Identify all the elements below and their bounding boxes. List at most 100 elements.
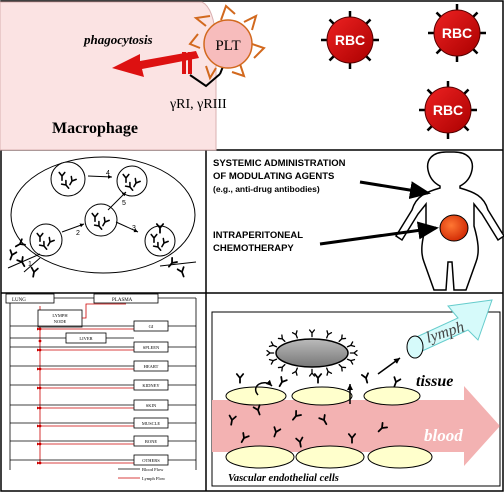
organ-gi: GI bbox=[10, 320, 196, 332]
lymph-junction bbox=[38, 442, 42, 446]
cell-antibody bbox=[161, 237, 169, 248]
free-antibody bbox=[9, 249, 18, 261]
antibody-link bbox=[189, 73, 221, 88]
cell-surface-antibody bbox=[277, 363, 286, 372]
systemic-label-line1: SYSTEMIC ADMINISTRATION bbox=[213, 158, 346, 169]
tissue-antibody bbox=[318, 414, 328, 426]
plasma-label: PLASMA bbox=[112, 298, 133, 303]
plasma-box bbox=[93, 293, 159, 304]
tissue-antibody bbox=[228, 414, 237, 426]
lymph-node-label-2: NODE bbox=[54, 319, 67, 324]
rbc-label: RBC bbox=[433, 102, 463, 118]
panel-body-dosing: SYSTEMIC ADMINISTRATION OF MODULATING AG… bbox=[213, 151, 504, 291]
tissue-antibody bbox=[240, 432, 250, 444]
organ-label: BONE bbox=[145, 439, 158, 444]
organ-box bbox=[133, 435, 169, 447]
cell-surface-antibody bbox=[326, 330, 333, 339]
lymph-label: lymph bbox=[424, 319, 466, 347]
rbc-body bbox=[424, 86, 472, 134]
tissue-antibody bbox=[252, 404, 261, 416]
legend-lymph-label: Lymph Flow bbox=[142, 476, 166, 481]
cell-antibody bbox=[58, 171, 66, 181]
legend-blood-label: Blood Flow bbox=[142, 467, 164, 472]
organ-spleen: SPLEEN bbox=[10, 341, 196, 353]
compartment-ellipse bbox=[10, 156, 196, 274]
membrane-line bbox=[159, 261, 197, 267]
rbc-cell: RBC bbox=[428, 4, 486, 62]
cell-membrane bbox=[84, 203, 118, 237]
rbc-cell: RBC bbox=[419, 81, 477, 139]
cell-surface-antibody bbox=[338, 334, 347, 343]
cell bbox=[50, 161, 86, 197]
cell-antibody bbox=[60, 179, 70, 189]
cell-surface-antibody bbox=[346, 341, 356, 348]
organ-box bbox=[133, 399, 169, 411]
cell-surface-antibody bbox=[266, 349, 275, 357]
rbc-group: RBC RBC RBC bbox=[321, 4, 486, 139]
flow-arrow-3 bbox=[115, 221, 139, 233]
free-antibody bbox=[14, 238, 26, 248]
flow-arrow-2 bbox=[61, 223, 85, 233]
cell-antibody bbox=[124, 181, 134, 191]
rbc-label: RBC bbox=[335, 32, 365, 48]
receptor-bar-2 bbox=[188, 52, 192, 74]
rbc-cell: RBC bbox=[321, 11, 379, 69]
tissue-antibody bbox=[295, 436, 304, 448]
macrophage-cell bbox=[0, 1, 217, 151]
transcytosis-arrow-1 bbox=[254, 379, 273, 396]
cell-antibody bbox=[150, 233, 158, 243]
tissue-antibodies bbox=[228, 372, 402, 448]
cell-surface-antibody bbox=[308, 368, 316, 377]
cell-membrane bbox=[144, 225, 176, 257]
tissue-frame bbox=[211, 311, 501, 487]
cell-surface-antibody bbox=[291, 367, 298, 376]
ip-label-line1: INTRAPERITONEAL bbox=[213, 230, 303, 241]
organ-skin: SKIN bbox=[10, 399, 196, 411]
organ-group: LIVERGISPLEENHEARTKIDNEYSKINMUSCLEBONEOT… bbox=[10, 320, 196, 466]
phagocytosis-label: phagocytosis bbox=[83, 32, 153, 47]
cell-antibody bbox=[122, 173, 130, 183]
cell bbox=[29, 223, 63, 257]
organ-label: GI bbox=[149, 324, 154, 329]
organ-box bbox=[65, 332, 107, 344]
lymph-junction bbox=[38, 424, 42, 428]
lymph-junction bbox=[38, 406, 42, 410]
step-number-3: 3 bbox=[132, 225, 136, 232]
organ-box bbox=[133, 320, 169, 332]
cell-antibody bbox=[91, 212, 99, 222]
step-number-4: 4 bbox=[106, 170, 110, 177]
cell-surface-antibody bbox=[326, 367, 333, 376]
organ-others: OTHERS bbox=[10, 454, 196, 466]
platelet-label: PLT bbox=[215, 38, 240, 54]
organ-label: OTHERS bbox=[142, 458, 160, 463]
panel-tissue: lymph tissue blood Vascular endothelial … bbox=[211, 299, 501, 487]
loose-antibodies bbox=[7, 223, 197, 278]
organ-heart: HEART bbox=[10, 360, 196, 372]
lymph-node-box bbox=[37, 309, 83, 328]
lymph-junction bbox=[38, 339, 42, 343]
step-number-2: 2 bbox=[76, 230, 80, 237]
lymph-uptake-arrow bbox=[377, 357, 401, 375]
tissue-antibody bbox=[292, 409, 302, 421]
flow-arrow-4 bbox=[87, 174, 113, 179]
lymph-node-label-1: LYMPH bbox=[52, 313, 68, 318]
lymph-junction bbox=[38, 348, 42, 352]
free-antibody bbox=[168, 256, 178, 268]
organ-label: HEART bbox=[144, 364, 159, 369]
phagocytosis-arrow bbox=[112, 51, 199, 77]
cell-surface-antibody bbox=[291, 330, 298, 339]
cell-membrane bbox=[116, 165, 148, 197]
cell-surface-antibody bbox=[349, 349, 358, 357]
cell-surface-antibody bbox=[268, 341, 278, 348]
tissue-antibody bbox=[377, 422, 388, 433]
endothelial-cell bbox=[295, 445, 365, 469]
rbc-body bbox=[433, 9, 481, 57]
cell-antibody bbox=[133, 177, 141, 188]
endothelial-label: Vascular endothelial cells bbox=[228, 473, 339, 484]
tissue-antibody bbox=[360, 372, 369, 384]
tissue-antibody bbox=[393, 376, 402, 388]
cell-surface-antibody bbox=[268, 358, 278, 365]
organ-label: SPLEEN bbox=[143, 345, 160, 350]
organ-bone: BONE bbox=[10, 435, 196, 447]
endothelial-cell bbox=[225, 445, 295, 469]
